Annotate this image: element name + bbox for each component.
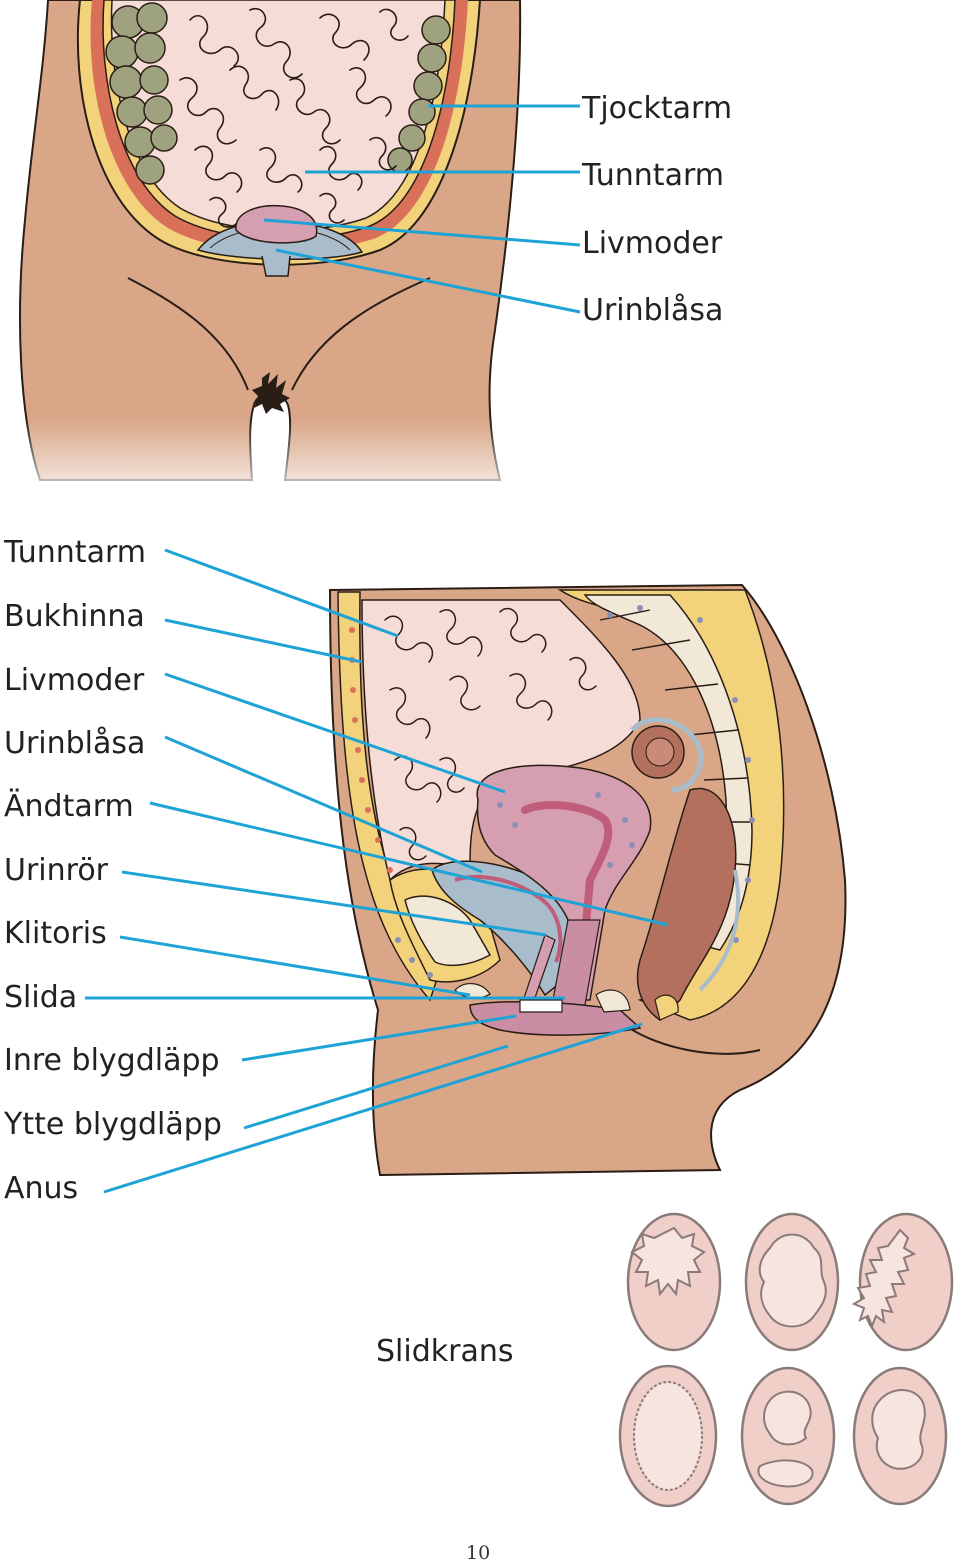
side-rectum-wall	[698, 869, 740, 992]
leader-side-urinror	[121, 870, 547, 937]
label-side-andtarm: Ändtarm	[4, 789, 134, 824]
hymen-variant-1	[626, 1212, 722, 1352]
side-perineum	[595, 989, 631, 1013]
side-uterine-cavity	[521, 801, 613, 994]
side-leader-lines	[85, 548, 669, 1194]
label-side-livmoder: Livmoder	[4, 663, 145, 698]
side-peritoneum-dots	[349, 627, 393, 873]
label-side-urinblasa: Urinblåsa	[4, 726, 146, 761]
side-fallopian-tube	[630, 717, 704, 793]
front-view	[0, 0, 560, 510]
hymen-caption: Slidkrans	[376, 1334, 514, 1369]
front-uterus	[235, 204, 318, 244]
side-bladder-inner	[454, 874, 563, 963]
label-front-livmoder: Livmoder	[582, 226, 723, 261]
label-side-tunntarm: Tunntarm	[4, 535, 146, 570]
leader-side-inre-blygdlapp	[241, 1014, 517, 1062]
side-view	[328, 583, 847, 1177]
side-buttock-fold	[624, 1024, 761, 1055]
side-pubic-bone	[404, 895, 492, 967]
side-small-intestine-area	[361, 599, 641, 882]
hymen-variants	[618, 1212, 954, 1508]
side-intestine-squiggles	[384, 607, 597, 861]
leader-front-urinblasa	[275, 248, 581, 314]
label-front-urinblasa: Urinblåsa	[582, 293, 724, 328]
label-side-bukhinna: Bukhinna	[4, 599, 145, 634]
side-uterus-dots	[497, 792, 635, 868]
leader-side-ytte-blygdlapp	[243, 1044, 509, 1130]
side-ovary-inner	[645, 737, 675, 767]
front-colon-left	[105, 2, 178, 185]
leader-side-urinblasa	[164, 735, 483, 874]
hymen-variant-6	[852, 1366, 948, 1506]
front-urethra	[261, 255, 291, 277]
leader-front-livmoder	[263, 218, 581, 247]
leader-side-tunntarm	[164, 548, 399, 638]
front-leader-lines	[263, 104, 581, 314]
hymen-variant-3	[851, 1212, 954, 1352]
label-front-tjocktarm: Tjocktarm	[582, 91, 733, 126]
hymen-variant-4	[618, 1364, 718, 1508]
label-side-ytte-blygdlapp: Ytte blygdläpp	[4, 1107, 222, 1142]
label-front-tunntarm: Tunntarm	[582, 158, 724, 193]
label-side-inre-blygdlapp: Inre blygdläpp	[4, 1043, 220, 1078]
side-vertebra-lines	[599, 609, 752, 866]
front-groin-right	[291, 277, 431, 391]
front-bottom-fade	[0, 420, 560, 510]
leader-side-andtarm	[149, 801, 669, 927]
hymen-variant-5	[740, 1366, 836, 1506]
side-vestibule	[519, 999, 563, 1013]
front-pubic-area	[252, 372, 290, 414]
label-side-klitoris: Klitoris	[4, 916, 107, 951]
side-rectum	[636, 787, 737, 1021]
leader-side-anus	[103, 1022, 643, 1194]
label-side-slida: Slida	[4, 980, 78, 1015]
page-number: 10	[466, 1542, 491, 1564]
hymen-variant-2	[744, 1212, 840, 1352]
label-side-anus: Anus	[4, 1171, 79, 1206]
front-colon-right	[387, 15, 451, 173]
leader-side-livmoder	[164, 672, 506, 794]
label-side-urinror: Urinrör	[4, 853, 109, 888]
side-fat-dots	[395, 605, 755, 978]
leader-side-bukhinna	[164, 618, 363, 664]
front-small-intestine	[179, 7, 409, 228]
leader-side-klitoris	[119, 935, 471, 997]
front-groin-left	[127, 277, 249, 391]
side-anal-canal	[654, 994, 679, 1021]
